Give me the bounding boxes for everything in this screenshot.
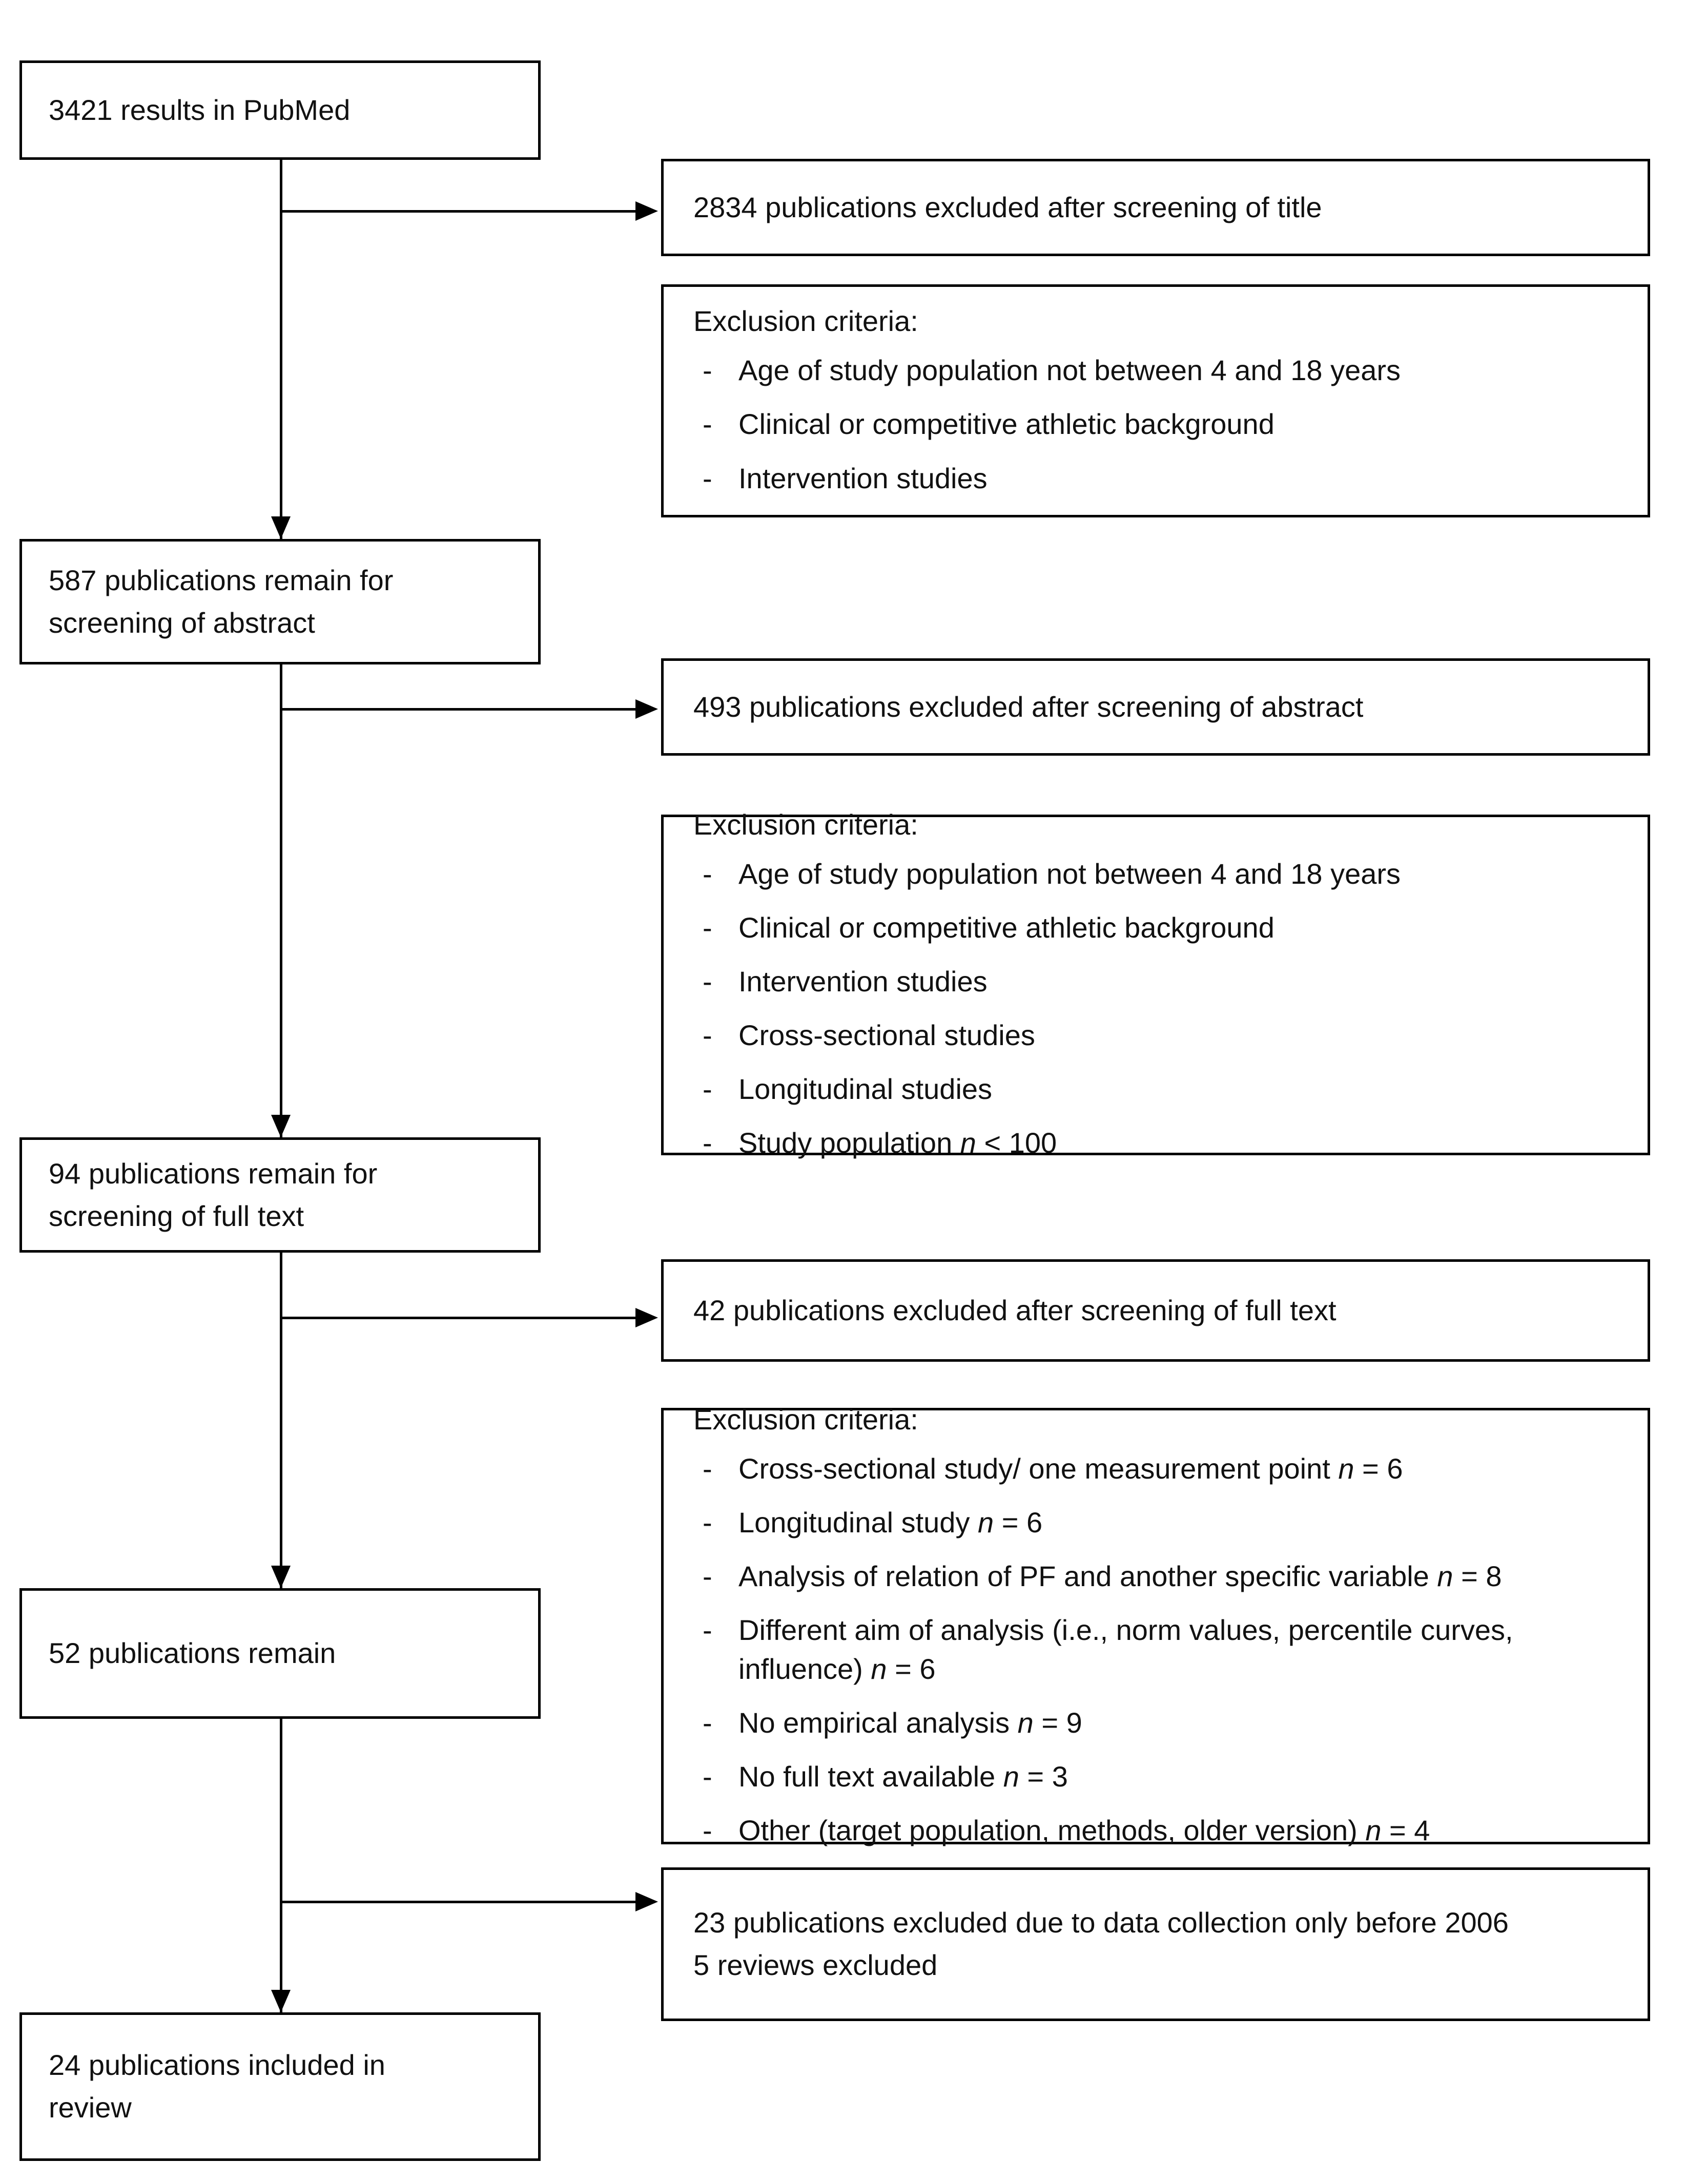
remain-abstract-label: 587 publications remain for screening of… bbox=[49, 564, 394, 639]
list-item: No full text available n = 3 bbox=[693, 1757, 1618, 1796]
excluded-abstract-label: 493 publications excluded after screenin… bbox=[693, 690, 1364, 723]
box-exclusion-criteria-2: Exclusion criteria: Age of study populat… bbox=[661, 808, 1650, 1162]
box-exclusion-criteria-3: Exclusion criteria: Cross-sectional stud… bbox=[661, 1403, 1650, 1849]
remain-after-fulltext-label: 52 publications remain bbox=[49, 1637, 336, 1670]
connector-branch-title-exclusion bbox=[280, 210, 639, 213]
box-remain-abstract: 587 publications remain for screening of… bbox=[19, 539, 541, 664]
list-item: Intervention studies bbox=[693, 459, 1618, 497]
arrow-to-final-exclusion bbox=[635, 1892, 658, 1911]
exclusion-criteria-3-heading: Exclusion criteria: bbox=[693, 1403, 918, 1436]
box-exclusion-criteria-1: Exclusion criteria: Age of study populat… bbox=[661, 284, 1650, 517]
list-item: Longitudinal studies bbox=[693, 1070, 1618, 1108]
connector-trunk-4 bbox=[280, 1664, 282, 2012]
list-item: Age of study population not between 4 an… bbox=[693, 855, 1618, 893]
list-item: Other (target population, methods, older… bbox=[693, 1811, 1618, 1849]
arrow-to-fulltext-exclusion bbox=[635, 1308, 658, 1327]
box-records-identified: 3421 results in PubMed bbox=[19, 60, 541, 160]
list-item: Clinical or competitive athletic backgro… bbox=[693, 908, 1618, 947]
list-item: Intervention studies bbox=[693, 962, 1618, 1001]
box-excluded-abstract: 493 publications excluded after screenin… bbox=[661, 658, 1650, 756]
exclusion-criteria-2-heading: Exclusion criteria: bbox=[693, 808, 918, 841]
remain-fulltext-label: 94 publications remain for screening of … bbox=[49, 1157, 378, 1232]
exclusion-criteria-2-list: Age of study population not between 4 an… bbox=[664, 855, 1648, 1162]
exclusion-criteria-1-heading: Exclusion criteria: bbox=[693, 305, 918, 338]
arrow-into-included-box bbox=[271, 1990, 291, 2012]
connector-branch-final-exclusion bbox=[280, 1901, 639, 1903]
box-excluded-final: 23 publications excluded due to data col… bbox=[661, 1867, 1650, 2021]
connector-branch-fulltext-exclusion bbox=[280, 1317, 639, 1319]
list-item: Cross-sectional study/ one measurement p… bbox=[693, 1449, 1618, 1488]
connector-trunk-2 bbox=[280, 661, 282, 1137]
arrow-into-abstract-box bbox=[271, 516, 291, 539]
exclusion-criteria-3-list: Cross-sectional study/ one measurement p… bbox=[664, 1449, 1648, 1849]
connector-branch-abstract-exclusion bbox=[280, 708, 639, 711]
arrow-to-abstract-exclusion bbox=[635, 699, 658, 719]
list-item: Longitudinal study n = 6 bbox=[693, 1503, 1618, 1542]
arrow-into-fulltext-box bbox=[271, 1115, 291, 1137]
list-item: Age of study population not between 4 an… bbox=[693, 351, 1618, 389]
excluded-final-label: 23 publications excluded due to data col… bbox=[693, 1906, 1509, 1981]
arrow-into-remain52-box bbox=[271, 1566, 291, 1588]
box-excluded-fulltext: 42 publications excluded after screening… bbox=[661, 1259, 1650, 1362]
box-remain-after-fulltext: 52 publications remain bbox=[19, 1588, 541, 1719]
box-included-in-review: 24 publications included in review bbox=[19, 2012, 541, 2161]
excluded-fulltext-label: 42 publications excluded after screening… bbox=[693, 1294, 1337, 1326]
list-item: Cross-sectional studies bbox=[693, 1016, 1618, 1054]
list-item: No empirical analysis n = 9 bbox=[693, 1703, 1618, 1742]
included-in-review-label: 24 publications included in review bbox=[49, 2049, 385, 2124]
list-item: Study population n < 100 bbox=[693, 1124, 1618, 1162]
excluded-title-label: 2834 publications excluded after screeni… bbox=[693, 191, 1322, 223]
exclusion-criteria-1-list: Age of study population not between 4 an… bbox=[664, 351, 1648, 497]
list-item: Clinical or competitive athletic backgro… bbox=[693, 405, 1618, 443]
arrow-to-title-exclusion bbox=[635, 201, 658, 221]
box-excluded-title: 2834 publications excluded after screeni… bbox=[661, 159, 1650, 256]
connector-trunk-3 bbox=[280, 1250, 282, 1588]
list-item: Analysis of relation of PF and another s… bbox=[693, 1557, 1618, 1595]
box-remain-fulltext: 94 publications remain for screening of … bbox=[19, 1137, 541, 1253]
list-item: Different aim of analysis (i.e., norm va… bbox=[693, 1611, 1618, 1688]
records-identified-label: 3421 results in PubMed bbox=[49, 93, 351, 126]
connector-trunk-1 bbox=[280, 160, 282, 539]
